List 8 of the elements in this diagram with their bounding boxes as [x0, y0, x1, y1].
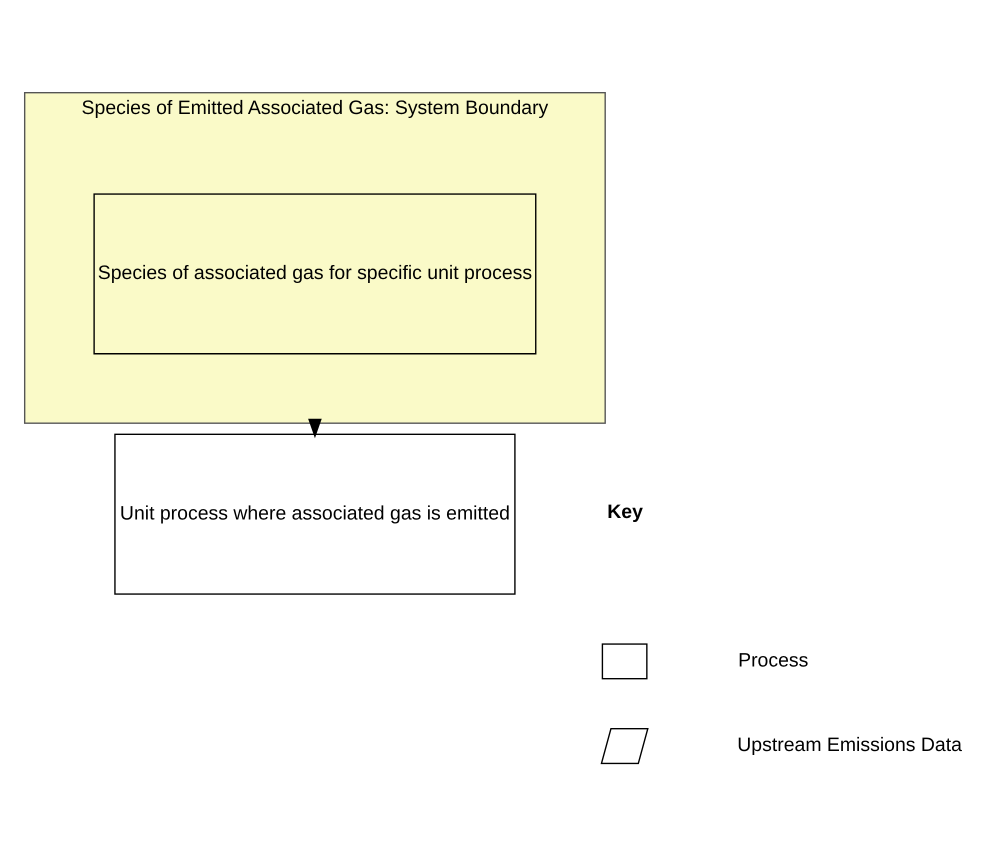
label: Key	[607, 500, 643, 522]
node-box: Species of associated gas for specific unit process	[93, 192, 536, 354]
arrow	[308, 418, 322, 438]
node-box	[602, 642, 648, 679]
legend-label: Process	[738, 649, 808, 672]
legend-label: Upstream Emissions Data	[737, 734, 962, 756]
node-parallelogram	[600, 728, 649, 764]
node-box: Unit process where associated gas is emitted	[114, 433, 516, 594]
